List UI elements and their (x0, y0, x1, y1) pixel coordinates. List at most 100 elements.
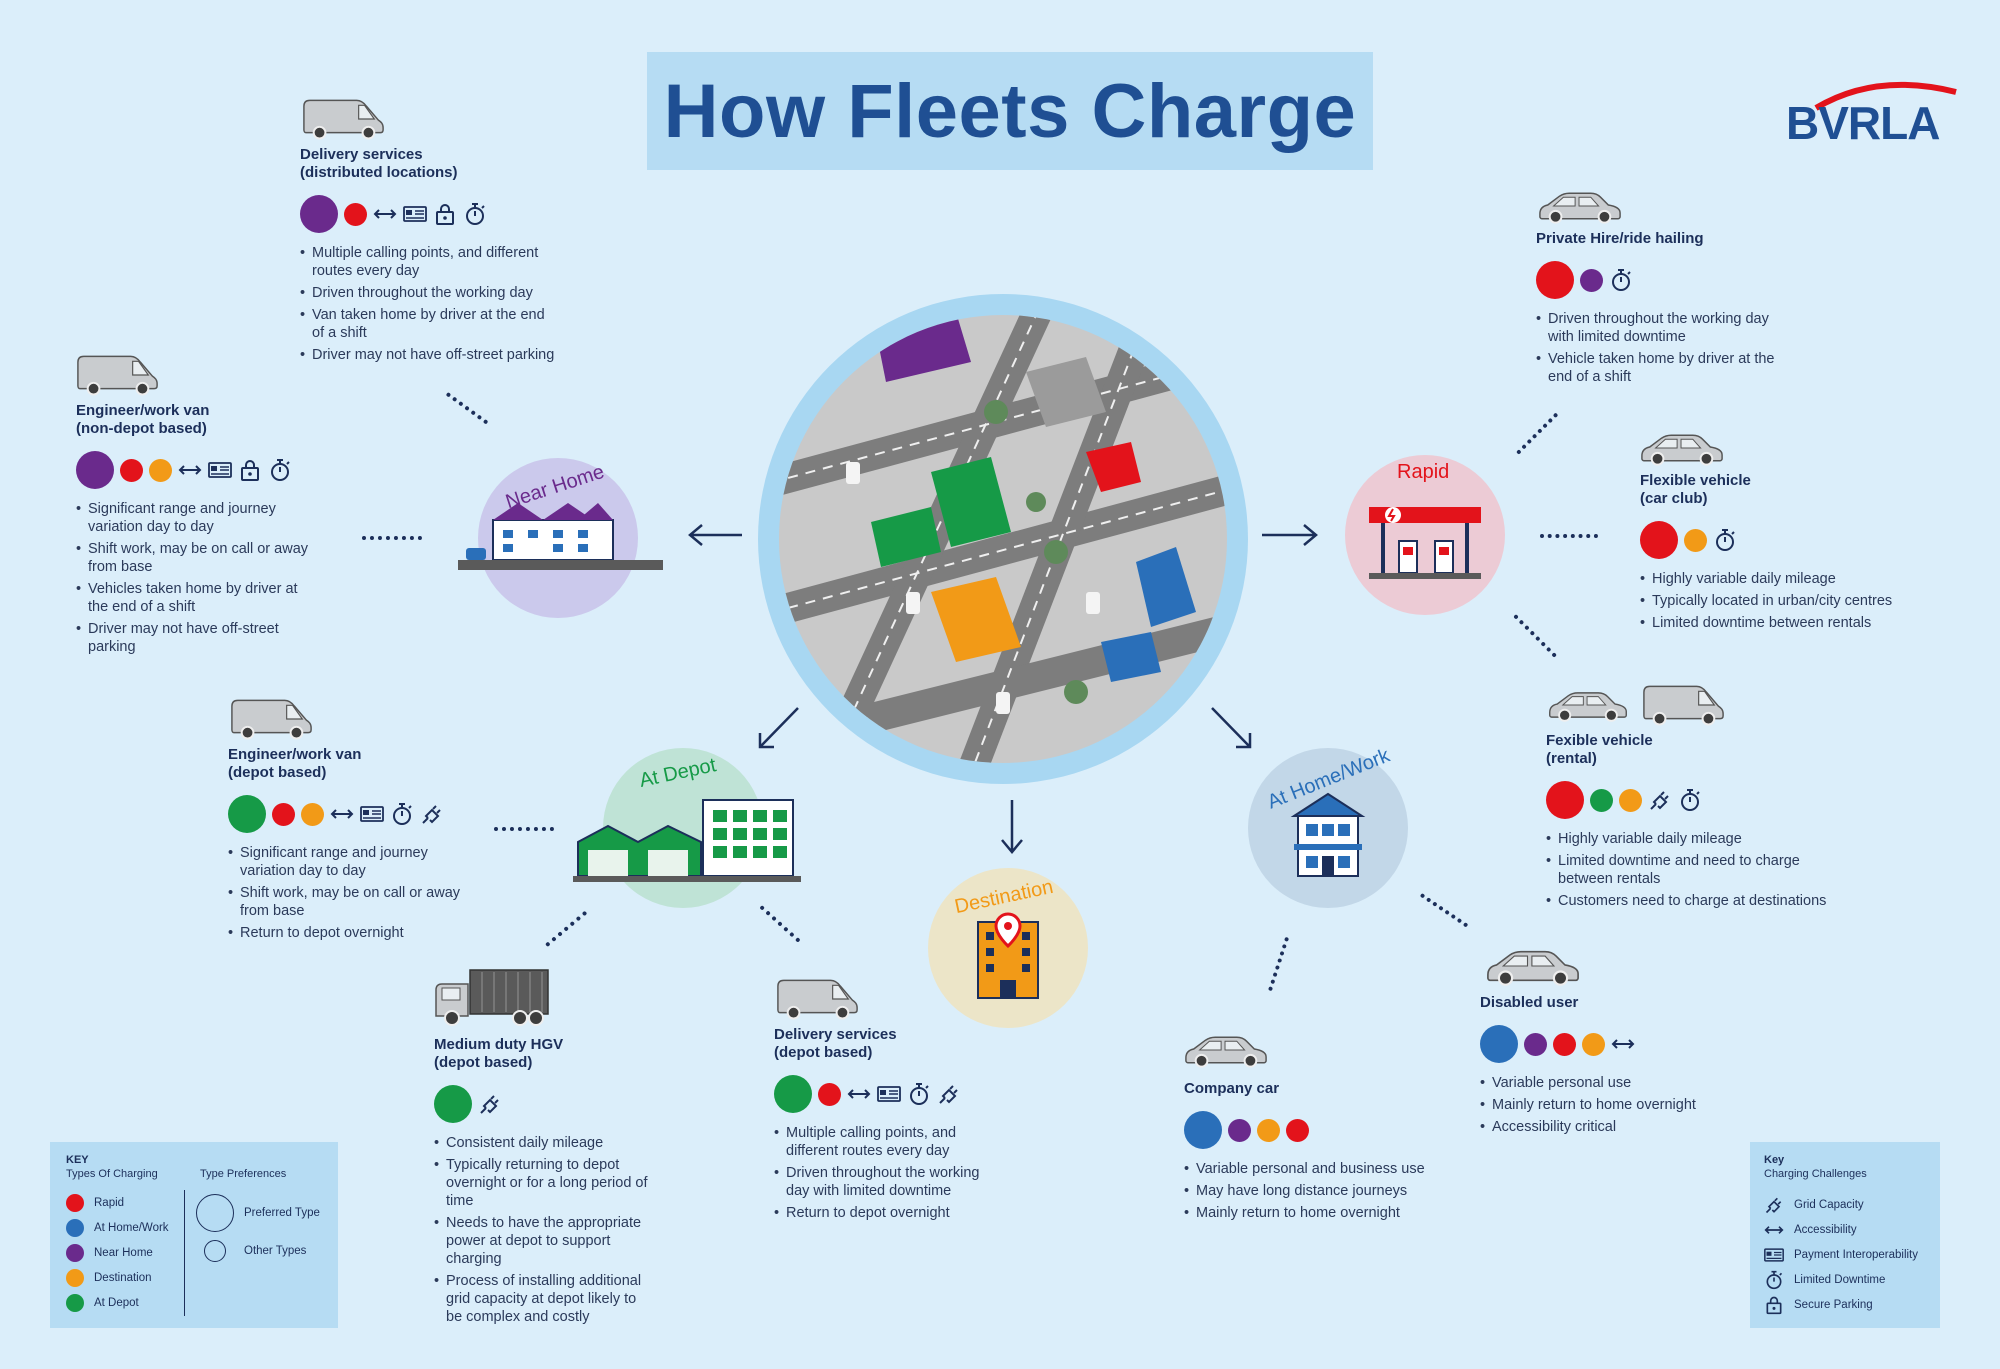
payment-card-icon (877, 1082, 901, 1106)
key-row-destination: Destination (66, 1265, 169, 1290)
group-name: Engineer/work van (non-depot based) (76, 402, 210, 437)
list-item: Driven throughout the working day with l… (1536, 310, 1816, 346)
key-row-accessibility: Accessibility (1764, 1217, 1918, 1242)
bullet-list: Significant range and journey variation … (228, 844, 508, 942)
group-name: Fexible vehicle (rental) (1546, 732, 1653, 767)
lock-icon (238, 458, 262, 482)
van-icon (74, 352, 162, 396)
depot-preferred-dot (774, 1075, 812, 1113)
home-work-dot (66, 1218, 84, 1237)
near-home-preferred-dot (300, 195, 338, 233)
van-icon (300, 96, 388, 140)
near-home-dot (1524, 1032, 1547, 1056)
group-engineer-depot: Engineer/work van (depot based) Signific… (228, 746, 508, 946)
key-challenge-list: Grid Capacity Accessibility Payment Inte… (1764, 1192, 1918, 1317)
accessibility-icon (330, 802, 354, 826)
key-label: Accessibility (1794, 1223, 1857, 1236)
key-types-of-charging: KEY Types Of Charging Type Preferences R… (50, 1142, 338, 1328)
list-item: Multiple calling points, and different r… (774, 1124, 1024, 1160)
charging-indicators (300, 194, 600, 234)
charging-indicators (1536, 260, 1816, 300)
timer-icon (463, 202, 487, 226)
depot-preferred-dot (228, 795, 266, 833)
city-map-illustration (758, 294, 1248, 784)
depot-preferred-dot (434, 1085, 472, 1123)
rapid-dot (818, 1082, 841, 1106)
page-title: How Fleets Charge (663, 68, 1357, 154)
list-item: Consistent daily mileage (434, 1134, 684, 1152)
car-icon (1536, 186, 1624, 226)
key-row-downtime: Limited Downtime (1764, 1267, 1918, 1292)
hub-at-depot: At Depot (573, 748, 801, 908)
bullet-list: Multiple calling points, and different r… (300, 244, 600, 364)
plug-icon (1648, 788, 1672, 812)
key-row-rapid: Rapid (66, 1190, 169, 1215)
hub-label-rapid: Rapid (1397, 461, 1450, 483)
list-item: Variable personal and business use (1184, 1160, 1464, 1178)
car-icon (1182, 1030, 1270, 1070)
key-row-home-work: At Home/Work (66, 1215, 169, 1240)
hub-near-home: Near Home (458, 458, 663, 618)
list-item: Mainly return to home overnight (1184, 1204, 1464, 1222)
list-item: Driver may not have off-street parking (300, 346, 600, 364)
list-item: Return to depot overnight (774, 1204, 1024, 1222)
payment-card-icon (403, 202, 427, 226)
list-item: Significant range and journey variation … (76, 500, 346, 536)
list-item: Variable personal use (1480, 1074, 1740, 1092)
list-item: Driven throughout the working day (300, 284, 600, 302)
timer-icon (390, 802, 414, 826)
charging-indicators (1480, 1024, 1740, 1064)
payment-card-icon (208, 458, 232, 482)
car-icon (1480, 944, 1586, 988)
home-work-preferred-dot (1184, 1111, 1222, 1149)
hub-destination: Destination (928, 868, 1088, 1028)
group-engineer-nondepot: Engineer/work van (non-depot based) Sign… (76, 402, 346, 660)
group-name: Medium duty HGV (depot based) (434, 1036, 564, 1071)
group-disabled-user: Disabled user Variable personal use Main… (1480, 994, 1740, 1140)
destination-dot (149, 458, 172, 482)
timer-icon (907, 1082, 931, 1106)
key-label: Near Home (94, 1246, 153, 1259)
rapid-dot (1286, 1118, 1309, 1142)
home-work-preferred-dot (1480, 1025, 1518, 1063)
connector-flexible-car-club (1540, 534, 1598, 538)
depot-dot (66, 1293, 84, 1312)
timer-icon (268, 458, 292, 482)
group-name: Delivery services (depot based) (774, 1026, 897, 1061)
accessibility-icon (373, 202, 397, 226)
charging-indicators (76, 450, 346, 490)
list-item: Limited downtime and need to charge betw… (1546, 852, 1866, 888)
list-item: Vehicles taken home by driver at the end… (76, 580, 346, 616)
payment-card-icon (1764, 1245, 1784, 1265)
group-name: Delivery services (distributed locations… (300, 146, 458, 181)
key-label: Secure Parking (1794, 1298, 1873, 1311)
payment-card-icon (360, 802, 384, 826)
key-row-depot: At Depot (66, 1290, 169, 1315)
key-row-payment: Payment Interoperability (1764, 1242, 1918, 1267)
connector-engineer-depot (494, 827, 554, 831)
key-row-grid-capacity: Grid Capacity (1764, 1192, 1918, 1217)
plug-icon (478, 1092, 502, 1116)
key-other: Other Types (204, 1240, 306, 1262)
car-icon (1546, 686, 1630, 724)
bullet-list: Consistent daily mileage Typically retur… (434, 1134, 684, 1326)
key-label: Other Types (244, 1245, 307, 1257)
connector-engineer-nondepot (362, 536, 422, 540)
list-item: Limited downtime between rentals (1640, 614, 1940, 632)
list-item: Multiple calling points, and different r… (300, 244, 600, 280)
key-charging-challenges: Key Charging Challenges Grid Capacity Ac… (1750, 1142, 1940, 1328)
rapid-dot (66, 1193, 84, 1212)
lock-icon (433, 202, 457, 226)
group-name: Private Hire/ride hailing (1536, 230, 1704, 247)
rapid-preferred-dot (1640, 521, 1678, 559)
plug-icon (1764, 1195, 1784, 1215)
bullet-list: Significant range and journey variation … (76, 500, 346, 656)
list-item: Van taken home by driver at the end of a… (300, 306, 600, 342)
bullet-list: Variable personal and business use May h… (1184, 1160, 1464, 1222)
bullet-list: Variable personal use Mainly return to h… (1480, 1074, 1740, 1136)
charging-indicators (1640, 520, 1940, 560)
destination-dot (301, 802, 324, 826)
key-row-secure-parking: Secure Parking (1764, 1292, 1918, 1317)
preferred-circle (196, 1194, 234, 1232)
list-item: Mainly return to home overnight (1480, 1096, 1740, 1114)
